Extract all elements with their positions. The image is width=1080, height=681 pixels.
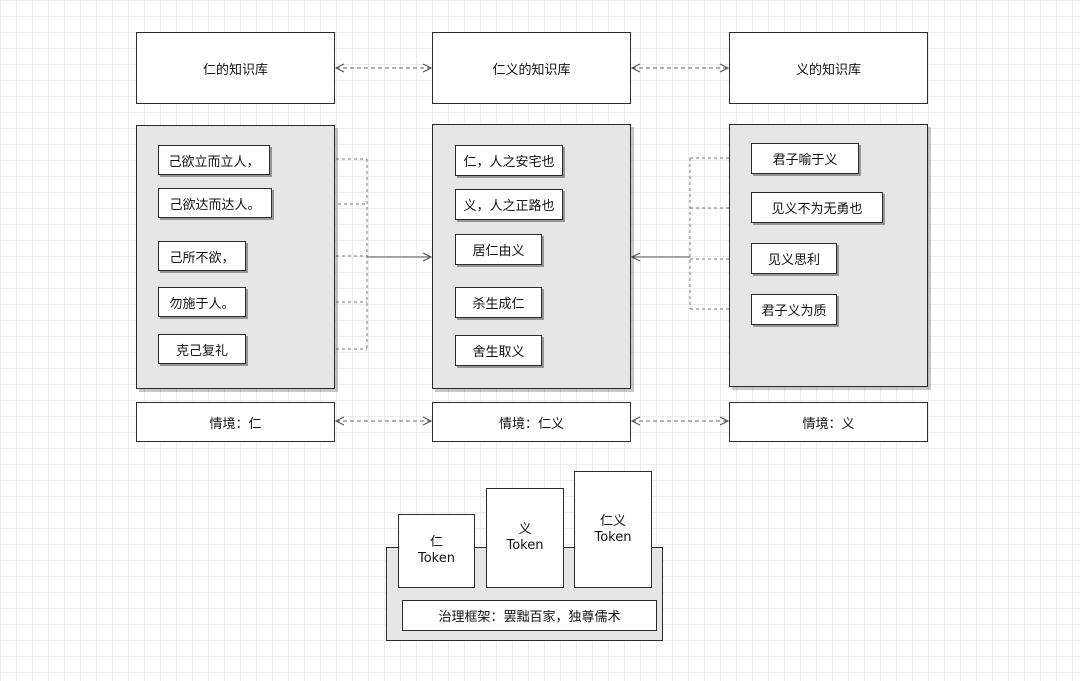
- ren-item: 己所不欲，: [158, 241, 246, 271]
- yi-item: 见义思利: [751, 243, 837, 274]
- governance-framework-label: 治理框架：罢黜百家，独尊儒术: [438, 610, 621, 625]
- governance-framework: 治理框架：罢黜百家，独尊儒术: [402, 600, 657, 631]
- renyi-item: 义，人之正路也: [455, 189, 563, 220]
- kb-header-renyi-label: 仁义的知识库: [492, 62, 571, 78]
- kb-header-yi-label: 义的知识库: [795, 62, 861, 78]
- token-yi-word: Token: [506, 538, 544, 553]
- token-yi: 义 Token: [486, 488, 564, 588]
- token-ren-word: Token: [418, 551, 455, 566]
- kb-header-yi: 义的知识库: [729, 32, 928, 104]
- kb-header-renyi: 仁义的知识库: [432, 32, 631, 104]
- renyi-item: 居仁由义: [455, 234, 542, 265]
- ren-item: 己欲立而立人，: [158, 145, 270, 175]
- kb-header-ren-label: 仁的知识库: [202, 62, 268, 78]
- token-renyi-word: Token: [594, 529, 632, 545]
- ren-item: 勿施于人。: [158, 287, 246, 317]
- context-renyi: 情境：仁义: [432, 402, 631, 442]
- renyi-item: 杀生成仁: [455, 287, 542, 318]
- context-yi-label: 情境：义: [802, 416, 855, 432]
- renyi-item: 仁，人之安宅也: [455, 145, 563, 176]
- context-ren: 情境：仁: [136, 402, 335, 442]
- ren-item: 己欲达而达人。: [158, 188, 272, 218]
- yi-item: 君子喻于义: [751, 143, 859, 174]
- kb-header-ren: 仁的知识库: [136, 32, 335, 104]
- context-renyi-label: 情境：仁义: [498, 416, 564, 432]
- yi-item: 见义不为无勇也: [751, 192, 883, 223]
- context-yi: 情境：义: [729, 402, 928, 442]
- yi-item: 君子义为质: [751, 294, 837, 325]
- ren-item: 克己复礼: [158, 334, 246, 364]
- token-ren: 仁 Token: [398, 514, 475, 588]
- token-yi-name: 义: [518, 522, 532, 537]
- renyi-item: 舍生取义: [455, 335, 542, 366]
- context-ren-label: 情境：仁: [209, 416, 262, 432]
- token-ren-name: 仁: [429, 535, 443, 550]
- token-renyi: 仁义 Token: [574, 471, 652, 588]
- token-renyi-name: 仁义: [599, 513, 626, 529]
